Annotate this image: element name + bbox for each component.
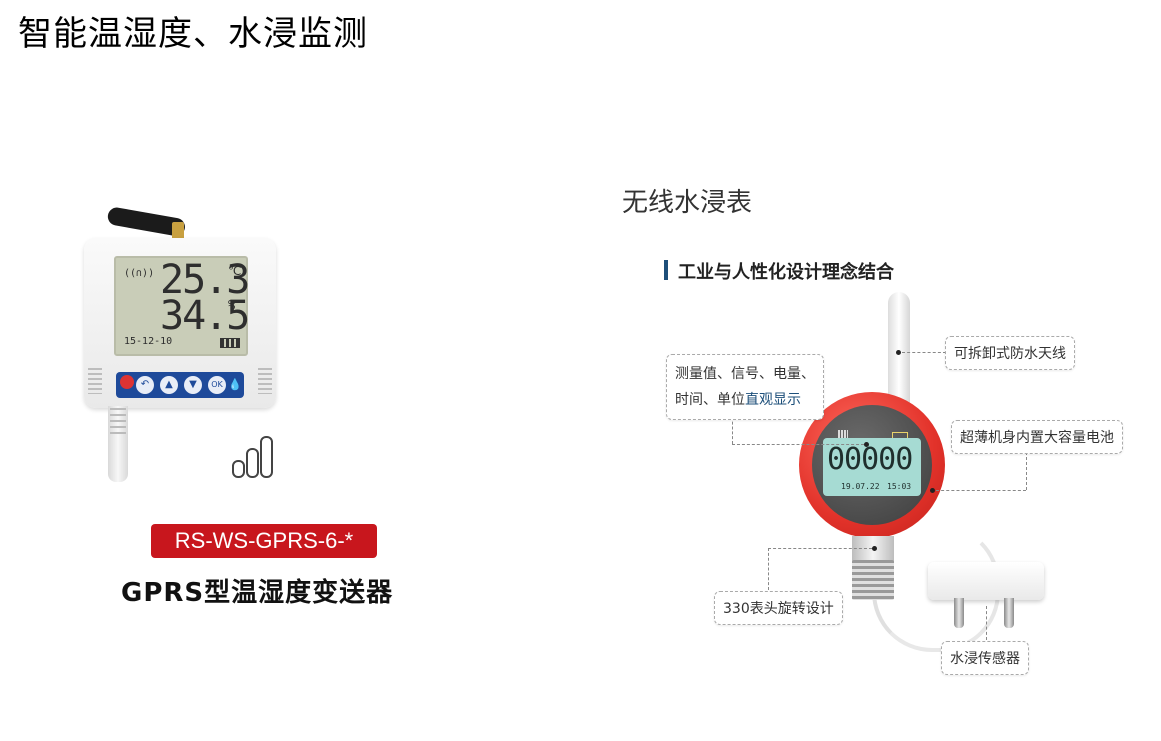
brand-logo-icon [120, 375, 134, 389]
rotation-leader-v [768, 548, 769, 590]
vent-right [258, 368, 272, 394]
battery-dot [930, 488, 935, 493]
lcd-temperature-unit: ℃ [228, 264, 242, 278]
down-key-icon: ▼ [184, 376, 202, 394]
ok-key: OK [208, 376, 226, 394]
signal-strength-icon [232, 436, 276, 478]
display-leader-v [732, 412, 733, 444]
wireless-water-meter-title: 无线水浸表 [622, 188, 753, 218]
product-name: GPRS型温湿度变送器 [121, 578, 394, 608]
lcd-humidity-unit: % [228, 298, 236, 312]
display-dot [864, 442, 869, 447]
design-slogan: 工业与人性化设计理念结合 [678, 262, 894, 283]
antenna-connector [172, 222, 184, 242]
water-sensor-body [928, 562, 1044, 600]
sensor-pin-left [954, 598, 964, 628]
rotation-dot [872, 546, 877, 551]
sensor-leader-v [986, 606, 987, 640]
meter-date: 19.07.22 [841, 482, 880, 491]
lcd-date: 15-12-10 [124, 336, 173, 347]
antenna-leader [902, 352, 946, 353]
battery-leader-h [936, 490, 1026, 491]
lcd-battery-icon [220, 338, 240, 348]
callout-antenna: 可拆卸式防水天线 [945, 336, 1075, 370]
device-keypad: ↶ ▲ ▼ OK 💧 [116, 372, 244, 398]
meter-signal-icon [838, 430, 848, 438]
page-title: 智能温湿度、水浸监测 [18, 14, 368, 54]
callout-display-highlight: 直观显示 [745, 392, 801, 408]
display-leader-h [732, 444, 864, 445]
temperature-humidity-transmitter-image: ((∩)) 25.3 ℃ 34.5 % 15-12-10 ↶ ▲ ▼ OK 💧 … [0, 0, 580, 741]
water-drop-icon: 💧 [228, 378, 242, 391]
sensor-pin-right [1004, 598, 1014, 628]
vent-left [88, 368, 102, 394]
back-key-icon: ↶ [136, 376, 154, 394]
callout-battery: 超薄机身内置大容量电池 [951, 420, 1123, 454]
callout-display: 测量值、信号、电量、 时间、单位直观显示 [666, 354, 824, 420]
lcd-humidity: 34.5 [160, 293, 250, 339]
rotation-leader-h [768, 548, 872, 549]
antenna-dot [896, 350, 901, 355]
callout-water-sensor: 水浸传感器 [941, 641, 1029, 675]
callout-display-line1: 测量值、信号、电量、 [675, 366, 815, 382]
up-key-icon: ▲ [160, 376, 178, 394]
probe-vents [110, 408, 126, 438]
slogan-marker [664, 260, 668, 280]
meter-lcd: 00000 19.07.22 15:03 [823, 438, 921, 496]
lcd-temperature: 25.3 [160, 257, 250, 303]
meter-main-value: 00000 [827, 442, 913, 477]
model-badge: RS-WS-GPRS-6-* [151, 524, 377, 558]
lcd-signal-icon: ((∩)) [124, 268, 155, 279]
device-lcd: ((∩)) 25.3 ℃ 34.5 % 15-12-10 [114, 256, 250, 356]
meter-time: 15:03 [887, 482, 912, 491]
meter-thread [852, 560, 894, 600]
callout-display-line2: 时间、单位直观显示 [675, 392, 801, 408]
callout-rotation: 330表头旋转设计 [714, 591, 843, 625]
battery-leader-v [1026, 452, 1027, 490]
